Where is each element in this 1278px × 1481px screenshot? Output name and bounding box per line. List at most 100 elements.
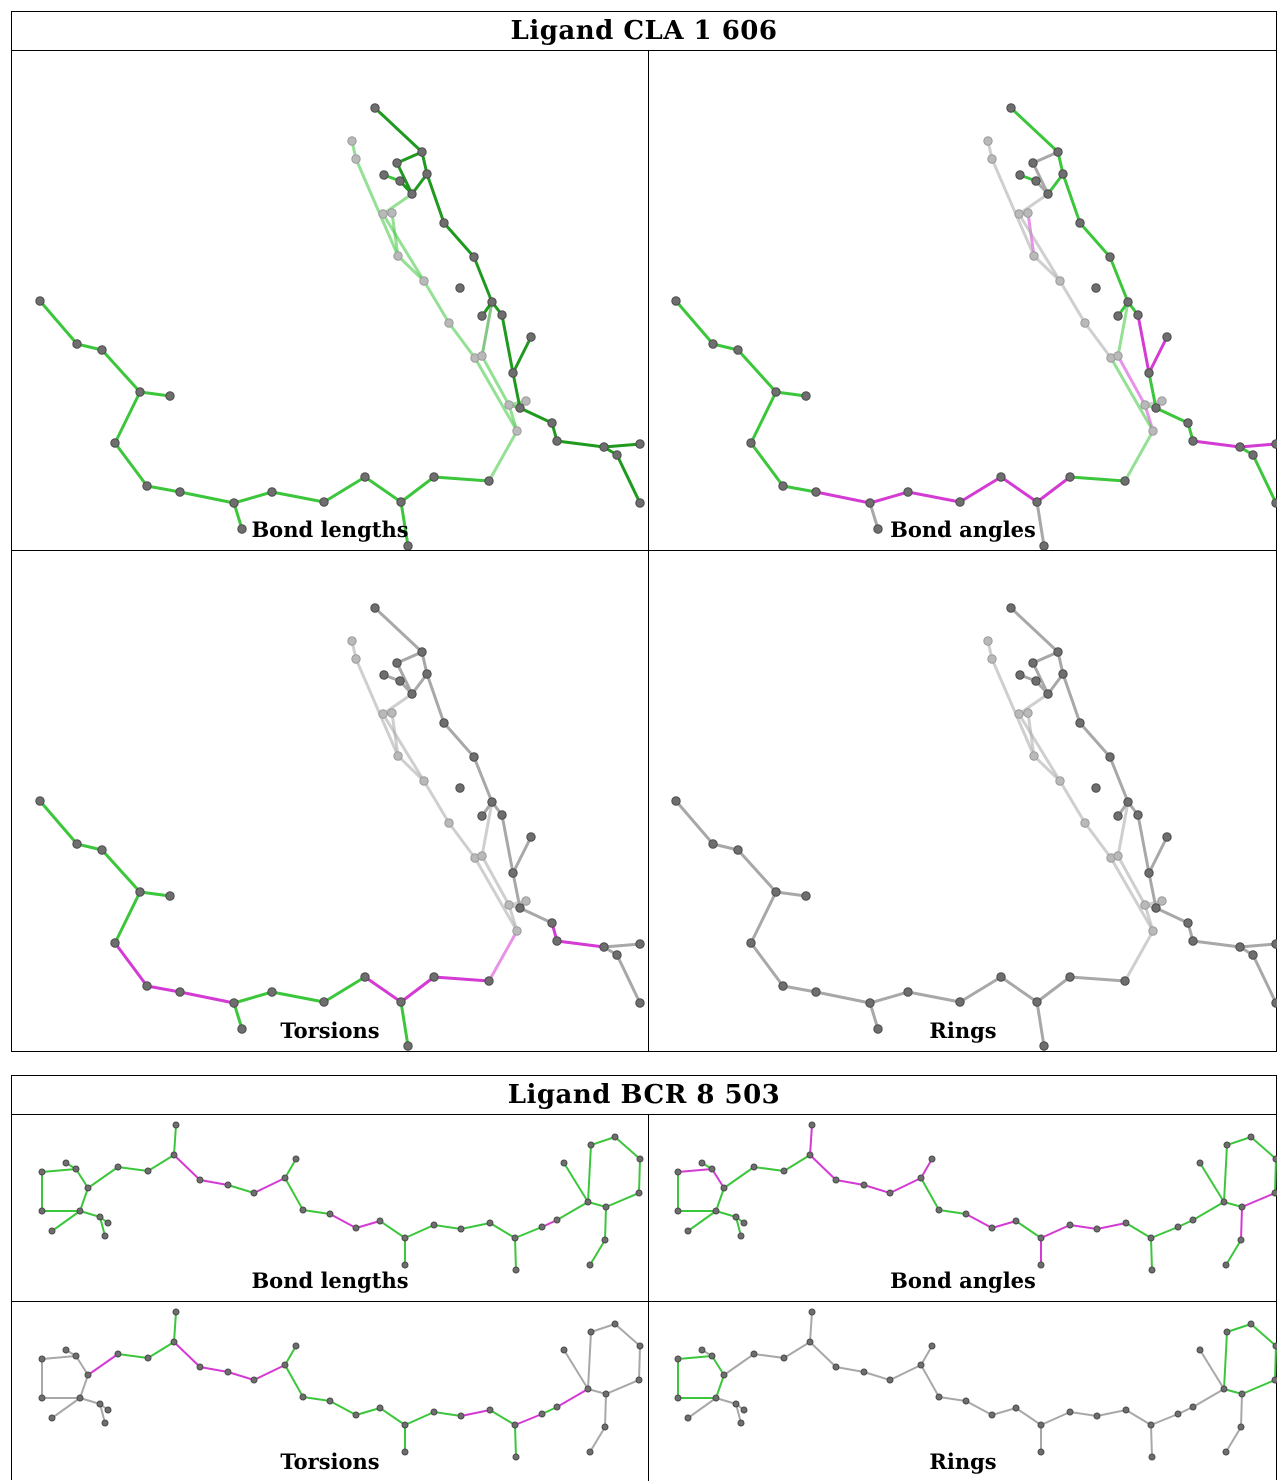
bond-36 — [1241, 1379, 1276, 1395]
bond-2 — [715, 1187, 725, 1212]
atom-36 — [497, 310, 507, 320]
bond-0 — [41, 1168, 77, 1173]
bond-28 — [1150, 1413, 1179, 1426]
bond-9 — [868, 490, 910, 505]
atom-15 — [917, 1361, 925, 1369]
bond-19 — [473, 356, 519, 433]
atom-27 — [378, 709, 388, 719]
bond-21 — [1015, 1407, 1042, 1426]
atom-4 — [165, 391, 175, 401]
bond-39 — [518, 906, 554, 925]
bond-45 — [480, 800, 494, 858]
atom-18 — [326, 1210, 334, 1218]
atoms — [38, 1121, 644, 1274]
atom-36 — [1238, 1390, 1246, 1398]
atom-12 — [996, 972, 1006, 982]
bond-38 — [511, 871, 522, 910]
atom-14 — [1039, 541, 1049, 550]
atom-28 — [538, 1223, 546, 1231]
atom-25 — [1122, 1219, 1130, 1227]
atom-39 — [62, 1159, 70, 1167]
atom-5 — [746, 438, 756, 448]
atom-14 — [886, 1376, 894, 1384]
atom-44 — [1248, 450, 1258, 460]
bond-31 — [563, 1349, 589, 1390]
atom-20 — [1012, 1217, 1020, 1225]
bond-11 — [958, 475, 1003, 504]
atom-38 — [1222, 1448, 1230, 1456]
bond-46 — [480, 854, 511, 907]
atom-2 — [97, 345, 107, 355]
atom-24 — [457, 1225, 465, 1233]
bonds — [38, 606, 642, 1048]
bcr-bond-lengths-diagram — [38, 1121, 644, 1274]
bond-1 — [711, 1168, 725, 1189]
atom-21 — [444, 818, 454, 828]
atom-32 — [422, 169, 432, 179]
bond-8 — [723, 1166, 755, 1189]
bond-21 — [1058, 279, 1087, 325]
atom-33 — [1075, 218, 1085, 228]
bond-33 — [590, 1136, 616, 1146]
atom-16 — [292, 1342, 300, 1350]
atom-33 — [611, 1133, 619, 1141]
atom-7 — [175, 987, 185, 997]
atom-44 — [612, 450, 622, 460]
bond-42 — [602, 442, 642, 449]
bond-39 — [589, 1426, 606, 1453]
bond-0 — [674, 299, 715, 346]
bond-26 — [381, 212, 426, 283]
atoms — [35, 103, 645, 550]
bond-30 — [1192, 1201, 1225, 1221]
atom-40 — [1183, 918, 1193, 928]
atom-49 — [1015, 170, 1025, 180]
atom-5 — [48, 1227, 56, 1235]
bond-24 — [354, 657, 400, 758]
atom-7 — [737, 1232, 745, 1240]
atom-23 — [1066, 1221, 1074, 1229]
bond-28 — [1150, 1226, 1179, 1239]
bond-11 — [322, 475, 367, 504]
bond-22 — [396, 254, 426, 283]
bond-46 — [1116, 854, 1147, 907]
bond-10 — [783, 1341, 811, 1359]
atom-1 — [708, 839, 718, 849]
atom-46 — [1091, 283, 1101, 293]
bond-6 — [781, 484, 818, 494]
atom-9 — [237, 1024, 247, 1034]
bond-16 — [1123, 929, 1155, 983]
cla-bond-angles-panel: Bond angles — [649, 51, 1277, 551]
bond-16 — [1123, 429, 1155, 483]
atom-4 — [801, 891, 811, 901]
bond-2 — [79, 1374, 89, 1399]
bond-39 — [1225, 1239, 1242, 1266]
atom-15 — [1065, 972, 1075, 982]
atom-47 — [477, 351, 487, 361]
atom-38 — [1222, 1261, 1230, 1269]
bond-7 — [178, 490, 236, 505]
atom-22 — [419, 776, 429, 786]
bond-21 — [379, 1407, 406, 1426]
atoms — [35, 603, 645, 1051]
atom-37 — [1144, 868, 1154, 878]
atom-11 — [319, 997, 329, 1007]
atom-11 — [808, 1308, 816, 1316]
bond-9 — [753, 1166, 785, 1172]
atom-27 — [1014, 209, 1024, 219]
atom-36 — [1133, 310, 1143, 320]
bond-44 — [1251, 953, 1277, 1005]
atom-31 — [370, 103, 380, 113]
bond-12 — [999, 975, 1039, 1004]
bond-37 — [511, 835, 533, 875]
atom-47 — [1113, 351, 1123, 361]
atom-44 — [612, 950, 622, 960]
bond-36 — [605, 1192, 640, 1208]
bond-22 — [1032, 754, 1062, 783]
atom-42 — [1235, 442, 1245, 452]
atom-50 — [1113, 811, 1123, 821]
bond-22 — [1032, 254, 1062, 283]
atom-38 — [1162, 832, 1172, 842]
atom-4 — [38, 1394, 46, 1402]
atom-29 — [553, 1216, 561, 1224]
bond-38 — [604, 1206, 607, 1241]
